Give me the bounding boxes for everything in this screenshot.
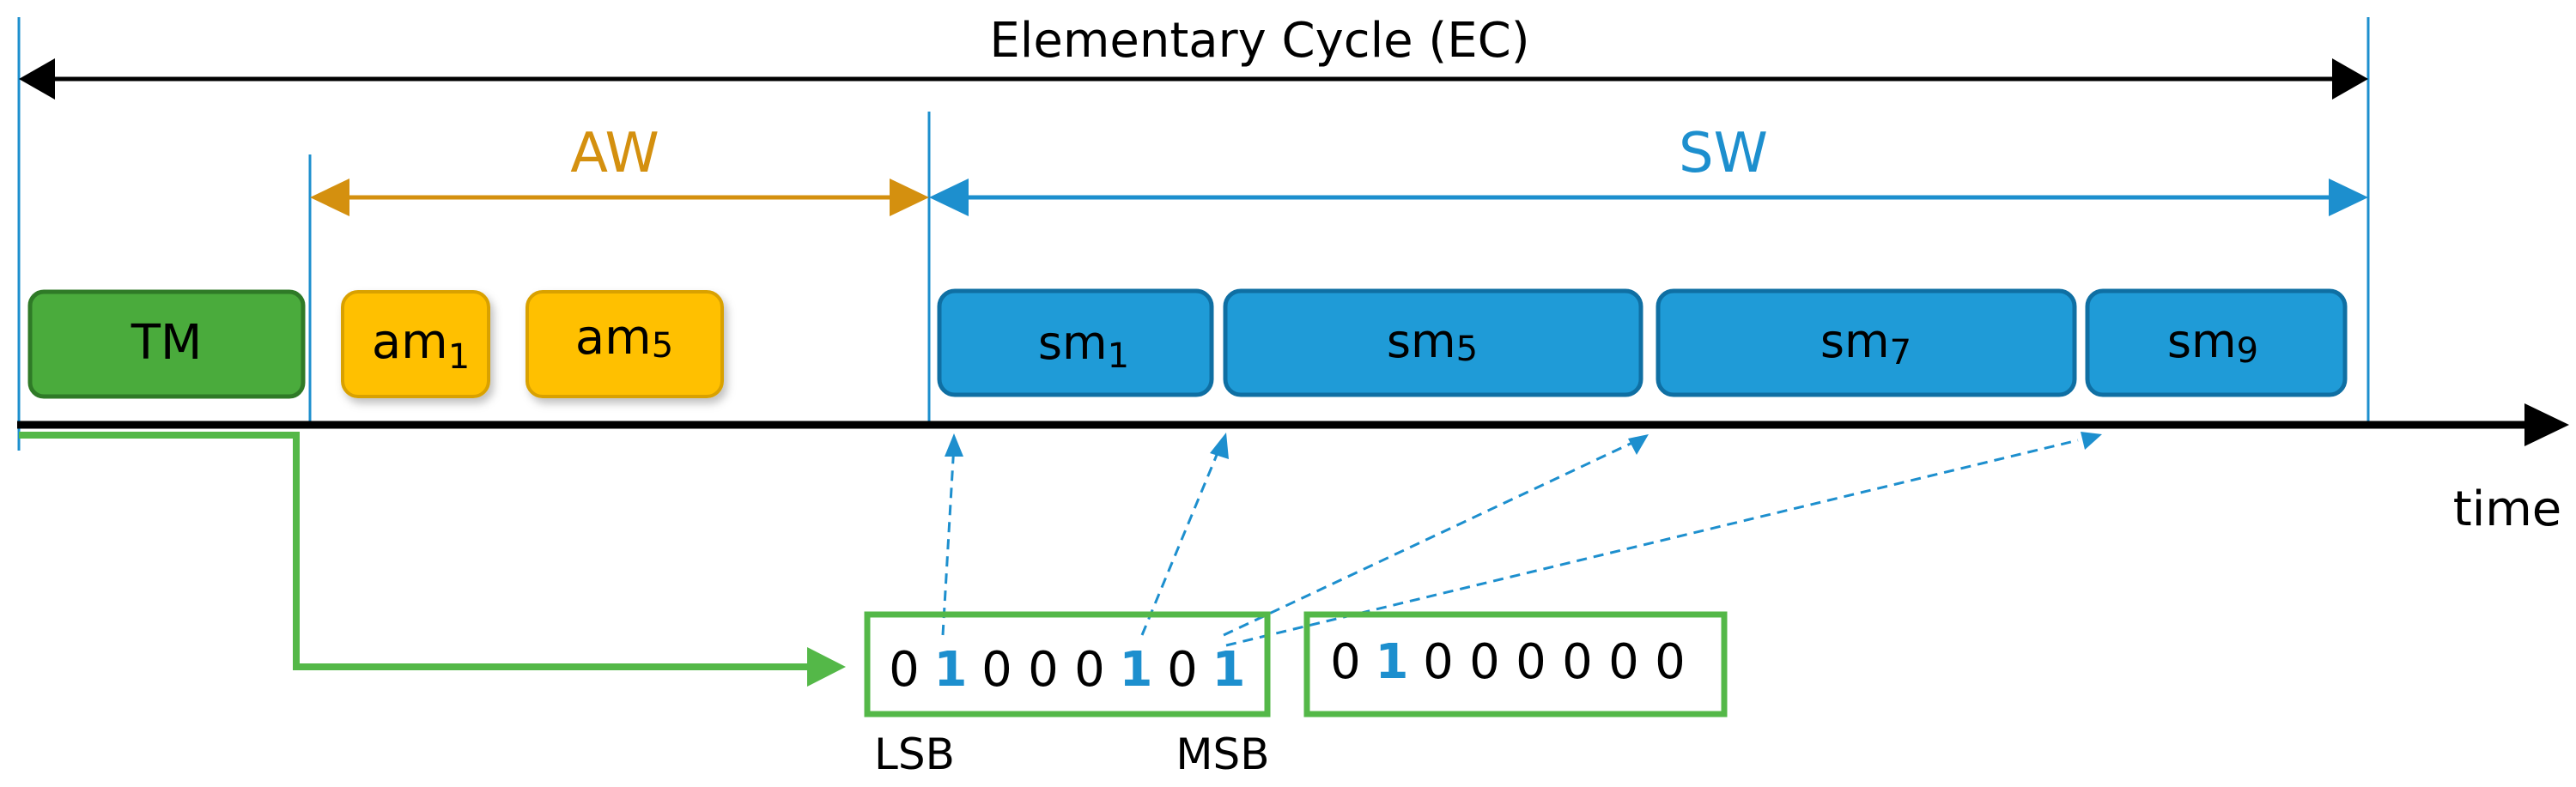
- am-1-sub: 1: [448, 337, 470, 377]
- ec-label: Elementary Cycle (EC): [989, 13, 1529, 69]
- svg-text:sm9: sm9: [2167, 314, 2258, 371]
- bitmap-2-bit-7: 0: [1655, 634, 1686, 690]
- am-block-1: am1: [341, 290, 490, 398]
- sw-span-arrow: [929, 179, 2368, 216]
- bitmap-1-bit-3: 0: [1028, 642, 1059, 698]
- bitmap-2-bit-0: 0: [1330, 634, 1361, 690]
- bitmap-1-bit-7: 1: [1212, 642, 1246, 698]
- pointer-sm5: [1140, 444, 1223, 636]
- bitmap-2-bit-1: 1: [1376, 634, 1409, 690]
- am-5-sub: 5: [652, 326, 673, 366]
- msb-label: MSB: [1176, 729, 1269, 779]
- ec-span-arrow: [19, 58, 2368, 100]
- sm-5-base: sm: [1387, 314, 1456, 368]
- am-1-base: am: [372, 314, 448, 370]
- sm-1-sub: 1: [1108, 336, 1129, 376]
- am-5-base: am: [575, 310, 652, 366]
- pointer-sm1: [941, 444, 956, 636]
- aw-label: AW: [570, 122, 659, 185]
- bitmap-2-bit-4: 0: [1516, 634, 1546, 690]
- bitmap-1-bit-1: 1: [934, 642, 968, 698]
- pointer-sm9: [1225, 439, 2079, 647]
- bitmap-1-bit-0: 0: [889, 642, 920, 698]
- sm-7-base: sm: [1820, 314, 1890, 368]
- tm-to-bitmap-arrow: [19, 432, 846, 687]
- bitmap-2-bit-2: 0: [1423, 634, 1454, 690]
- sm-1-base: sm: [1038, 316, 1108, 370]
- svg-text:am5: am5: [575, 310, 673, 366]
- sm-7-sub: 7: [1890, 333, 1911, 372]
- aw-span-arrow: [310, 179, 929, 216]
- bitmap-1-bit-5: 1: [1120, 642, 1153, 698]
- sm-5-sub: 5: [1456, 330, 1478, 369]
- bit-pointer-arrows: [941, 439, 2079, 647]
- bitmap-2-bit-3: 0: [1469, 634, 1500, 690]
- tm-block: TM: [27, 289, 306, 399]
- sm-block-1: sm1: [937, 288, 1214, 397]
- pointer-sm7: [1223, 439, 1637, 637]
- svg-text:sm1: sm1: [1038, 316, 1129, 376]
- sm-block-7: sm7: [1656, 288, 2077, 397]
- svg-text:am1: am1: [372, 314, 470, 377]
- sm-9-base: sm: [2167, 314, 2237, 368]
- bitmap-1-bit-4: 0: [1074, 642, 1105, 698]
- svg-text:sm7: sm7: [1820, 314, 1911, 372]
- bitmap-2-bit-6: 0: [1608, 634, 1639, 690]
- bitmap-1-bit-2: 0: [981, 642, 1012, 698]
- svg-text:sm5: sm5: [1387, 314, 1478, 369]
- time-axis: [17, 403, 2569, 446]
- tm-label: TM: [131, 315, 203, 371]
- am-block-5: am5: [526, 290, 724, 398]
- lsb-label: LSB: [874, 729, 955, 779]
- sm-9-sub: 9: [2237, 331, 2258, 371]
- bit-pointer-arrowheads: [945, 432, 2102, 459]
- sw-label: SW: [1679, 122, 1768, 185]
- bitmap-1-bit-6: 0: [1167, 642, 1198, 698]
- bitmap-2-bit-5: 0: [1562, 634, 1593, 690]
- sm-block-9: sm9: [2085, 288, 2348, 397]
- time-axis-label: time: [2453, 481, 2562, 537]
- sm-block-5: sm5: [1223, 288, 1643, 397]
